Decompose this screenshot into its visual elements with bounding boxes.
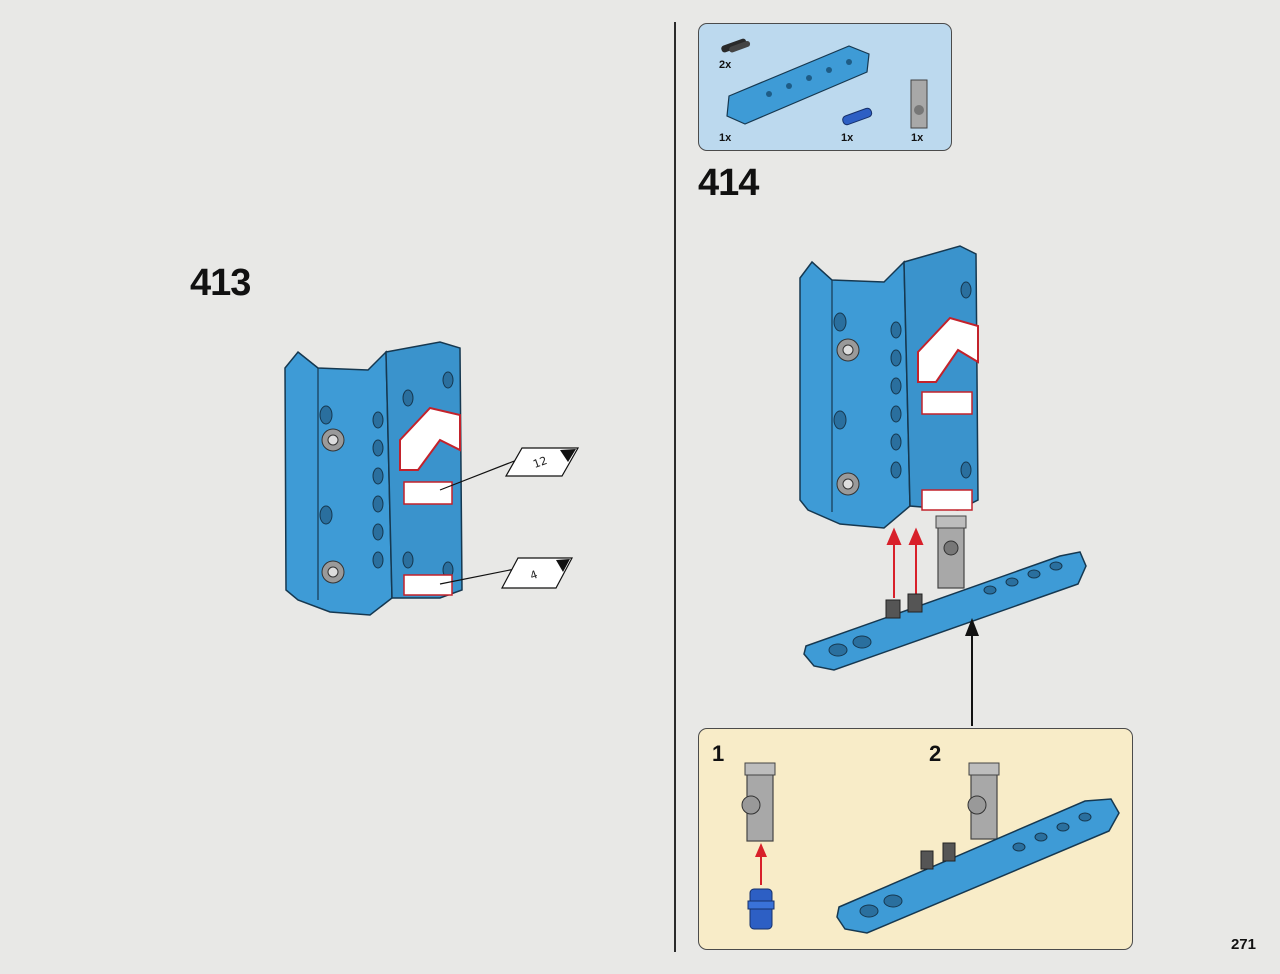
parts-icons [721,38,928,129]
substep-illustrations [741,762,1120,934]
page-number: 271 [1230,936,1256,953]
parts-list-box: 2x 1x 1x 1x [698,23,952,151]
substep-2-number: 2 [929,741,942,766]
part-qty-beam: 1x [719,132,732,144]
step-414-number: 414 [698,162,759,204]
part-qty-blue-pin: 1x [841,132,854,144]
page-divider [674,22,676,952]
sticker-4-label: 4 [528,568,539,583]
part-qty-pins: 2x [719,59,732,71]
part-qty-connector: 1x [911,132,924,144]
step-413-number: 413 [190,262,251,304]
substep-box: 1 2 [698,728,1133,950]
substep-1-number: 1 [712,741,725,766]
sticker-12-label: 12 [531,454,549,471]
